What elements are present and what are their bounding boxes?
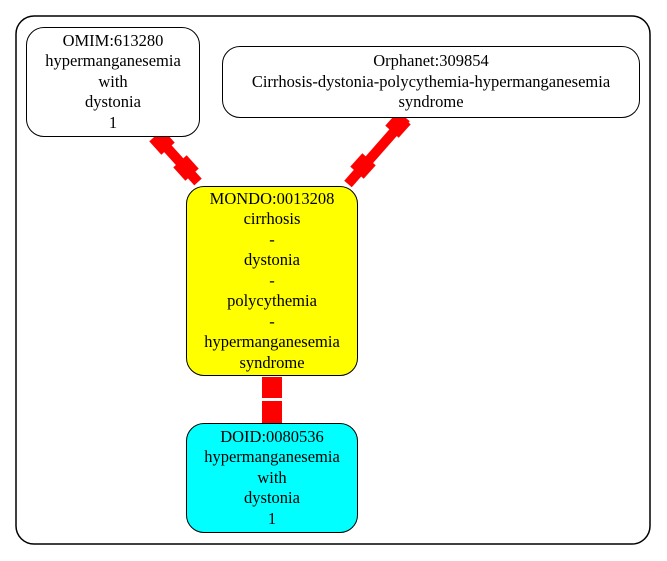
node-mondo-line-7: - [269, 311, 275, 331]
node-doid-line-5: 1 [267, 508, 277, 528]
node-omim-line-1: OMIM:613280 [62, 30, 164, 50]
edge-orphanet-mondo-end-marker [350, 153, 376, 179]
node-mondo-line-2: cirrhosis [243, 209, 301, 229]
node-mondo-line-3: - [269, 229, 275, 249]
edge-orphanet-mondo [344, 112, 411, 188]
node-mondo-line-1: MONDO:0013208 [209, 188, 335, 208]
edge-mondo-doid-lower-bar [262, 401, 282, 423]
node-omim-line-2: hypermanganesemia [45, 51, 181, 71]
node-mondo-line-8: hypermanganesemia [204, 332, 340, 352]
edge-omim-mondo-end-marker [173, 155, 199, 181]
node-doid[interactable]: DOID:0080536 hypermanganesemia with dyst… [186, 423, 358, 533]
node-orphanet-line-2: Cirrhosis-dystonia-polycythemia-hyperman… [251, 71, 611, 91]
node-orphanet[interactable]: Orphanet:309854 Cirrhosis-dystonia-polyc… [222, 46, 640, 118]
node-orphanet-line-1: Orphanet:309854 [373, 51, 489, 71]
node-mondo-line-5: - [269, 270, 275, 290]
node-mondo-line-4: dystonia [244, 250, 300, 270]
node-omim-line-4: dystonia [85, 92, 141, 112]
node-mondo-line-9: syndrome [239, 352, 305, 372]
node-mondo[interactable]: MONDO:0013208 cirrhosis - dystonia - pol… [186, 186, 358, 376]
node-omim-line-3: with [98, 71, 128, 91]
node-doid-line-3: with [257, 467, 287, 487]
edge-orphanet-mondo-start-marker [385, 112, 411, 138]
node-mondo-line-6: polycythemia [227, 291, 317, 311]
node-omim[interactable]: OMIM:613280 hypermanganesemia with dysto… [26, 27, 200, 137]
node-omim-line-5: 1 [108, 112, 118, 132]
node-doid-line-2: hypermanganesemia [204, 447, 340, 467]
edge-mondo-doid-upper-bar [262, 377, 282, 398]
node-doid-line-4: dystonia [244, 488, 300, 508]
node-doid-line-1: DOID:0080536 [220, 426, 324, 446]
edge-mondo-doid [262, 377, 282, 423]
node-orphanet-line-3: syndrome [398, 92, 464, 112]
